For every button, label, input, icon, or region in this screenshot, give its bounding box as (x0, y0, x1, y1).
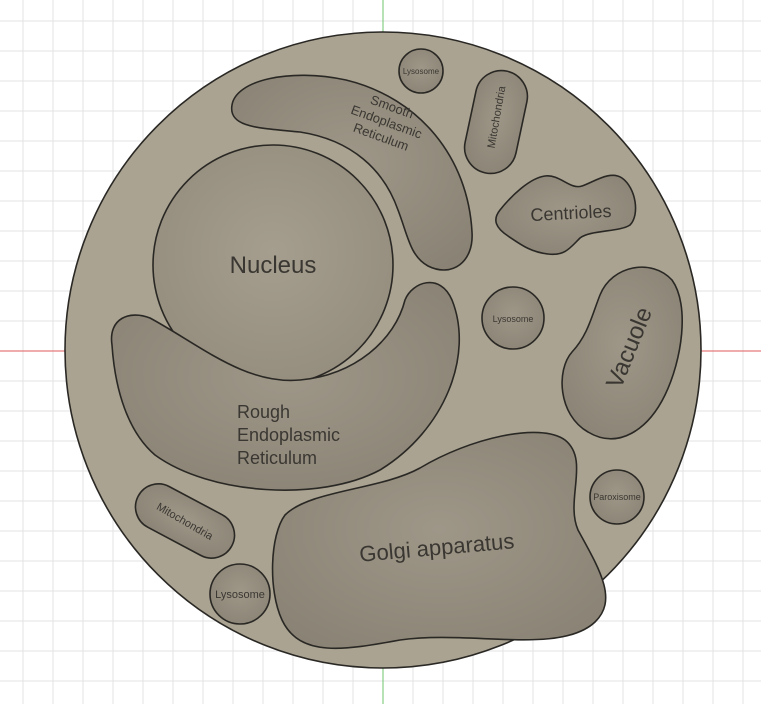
mitochondria-bottom (134, 483, 236, 559)
lysosome-middle-label: Lysosome (493, 314, 534, 324)
centrioles-label: Centrioles (530, 201, 612, 225)
nucleus-label: Nucleus (230, 252, 317, 279)
rough-er-label-line3: Reticulum (237, 448, 317, 468)
rough-er-label-line1: Rough (237, 402, 290, 422)
lysosome-bottom (209, 563, 271, 625)
vacuole (561, 266, 683, 440)
centrioles (495, 174, 637, 256)
peroxisome-label: Paroxisome (593, 492, 641, 502)
smooth-er (231, 74, 473, 271)
rough-er (110, 281, 460, 491)
peroxisome (589, 469, 645, 525)
lysosome-middle (481, 286, 545, 350)
lysosome-top-label: Lysosome (403, 67, 440, 76)
lysosome-top (398, 48, 444, 94)
golgi-apparatus (271, 431, 607, 650)
mitochondria-top (463, 69, 529, 175)
rough-er-label-line2: Endoplasmic (237, 425, 340, 445)
lysosome-bottom-label: Lysosome (215, 589, 265, 601)
